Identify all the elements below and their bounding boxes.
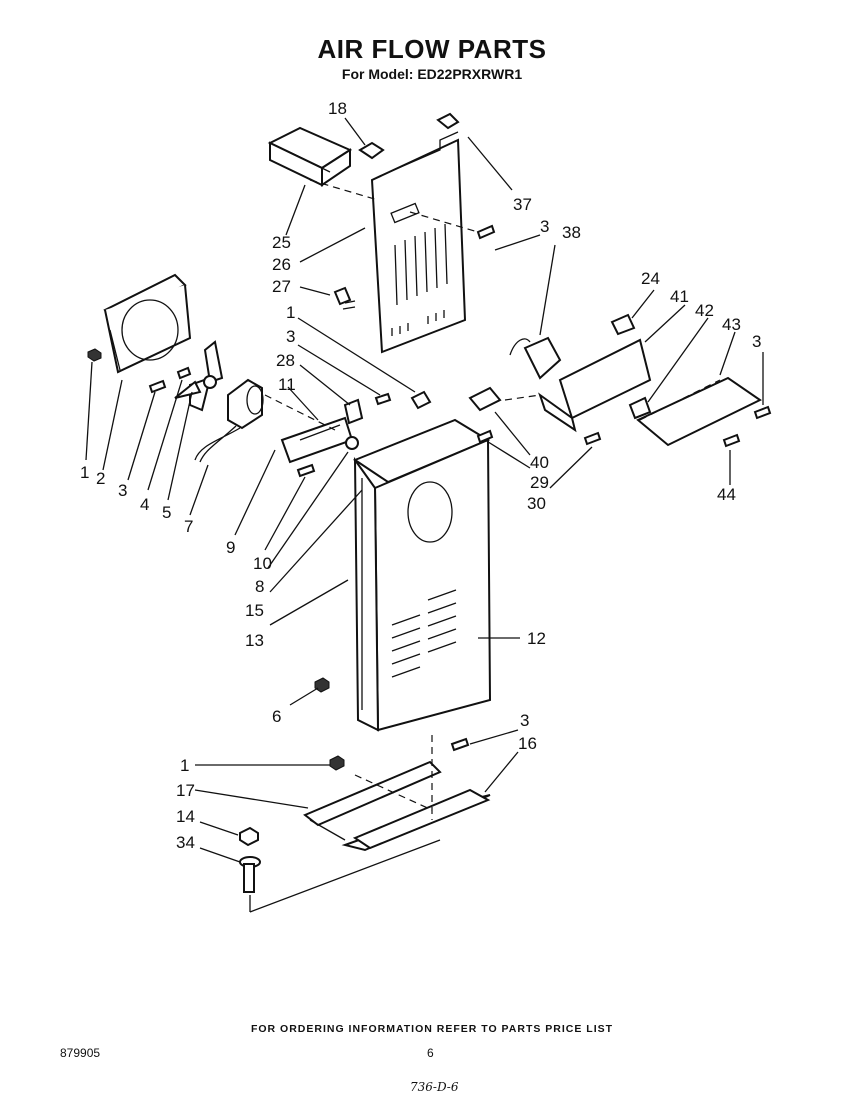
callout-17: 17 — [176, 781, 195, 800]
callout-2: 2 — [96, 469, 105, 488]
callout-18: 18 — [328, 99, 347, 118]
callout-10: 10 — [253, 554, 272, 573]
screw-part — [450, 737, 470, 752]
callout-6: 6 — [272, 707, 281, 726]
switch-24-part — [610, 313, 636, 336]
nut-part — [239, 755, 345, 847]
relay-40-part — [468, 386, 502, 412]
duct-housing-part — [267, 126, 353, 187]
callout-16: 16 — [518, 734, 537, 753]
callout-26: 26 — [272, 255, 291, 274]
screw-part — [314, 677, 330, 693]
callout-1: 1 — [180, 756, 189, 775]
leader-lines — [85, 117, 764, 863]
callout-30: 30 — [527, 494, 546, 513]
callout-5: 5 — [162, 503, 171, 522]
evaporator-cover-part — [370, 131, 467, 354]
defrost-timer-part — [509, 336, 562, 380]
callout-9: 9 — [226, 538, 235, 557]
cover-plate-part — [636, 376, 762, 447]
screw-part — [476, 405, 772, 448]
ordering-note: FOR ORDERING INFORMATION REFER TO PARTS … — [250, 1023, 614, 1035]
fan-motor-part — [194, 378, 264, 463]
callout-29: 29 — [530, 473, 549, 492]
screw-34-part — [239, 856, 261, 893]
clip-part — [358, 112, 460, 160]
callout-24: 24 — [641, 269, 660, 288]
callout-28: 28 — [276, 351, 295, 370]
callout-3: 3 — [520, 711, 529, 730]
callout-27: 27 — [272, 277, 291, 296]
screw-part — [476, 224, 496, 240]
front-cover-part — [352, 418, 492, 732]
callout-3: 3 — [752, 332, 761, 351]
callout-44: 44 — [717, 485, 736, 504]
page-number: 6 — [427, 1046, 434, 1060]
callout-37: 37 — [513, 195, 532, 214]
callout-8: 8 — [255, 577, 264, 596]
nut-part — [87, 348, 102, 362]
callout-12: 12 — [527, 629, 546, 648]
model-subtitle: For Model: ED22PRXRWR1 — [341, 66, 523, 82]
callout-1: 1 — [286, 303, 295, 322]
callout-1: 1 — [80, 463, 89, 482]
control-bracket-part — [538, 338, 652, 433]
callout-13: 13 — [245, 631, 264, 650]
clip-part — [410, 390, 432, 410]
callout-4: 4 — [140, 495, 149, 514]
callout-34: 34 — [176, 833, 195, 852]
screw-part — [148, 366, 192, 394]
duct-17-part — [303, 760, 442, 841]
callout-3: 3 — [540, 217, 549, 236]
callout-11: 11 — [278, 375, 296, 394]
motor-bracket-part — [280, 416, 359, 464]
bracket-28-part — [343, 398, 364, 425]
retainer-clip-part — [333, 286, 356, 310]
callout-14: 14 — [176, 807, 195, 826]
callout-7: 7 — [184, 517, 193, 536]
callout-40: 40 — [530, 453, 549, 472]
callout-41: 41 — [670, 287, 689, 306]
callout-38: 38 — [562, 223, 581, 242]
callout-labels: 18 37 3 38 25 26 27 1 3 28 11 24 41 42 4… — [80, 99, 761, 852]
fan-shroud-part — [103, 273, 192, 374]
callout-43: 43 — [722, 315, 741, 334]
callout-15: 15 — [245, 601, 264, 620]
thermostat-42-part — [628, 396, 652, 420]
callout-42: 42 — [695, 301, 714, 320]
document-number: 879905 — [60, 1046, 101, 1060]
handwritten-code: 736-D-6 — [410, 1080, 459, 1094]
callout-3: 3 — [118, 481, 127, 500]
callout-3: 3 — [286, 327, 295, 346]
fan-blade-part — [174, 340, 224, 412]
screw-part — [296, 392, 392, 478]
page-title: AIR FLOW PARTS — [317, 34, 547, 64]
callout-25: 25 — [272, 233, 291, 252]
bottom-frame-part — [341, 788, 491, 852]
